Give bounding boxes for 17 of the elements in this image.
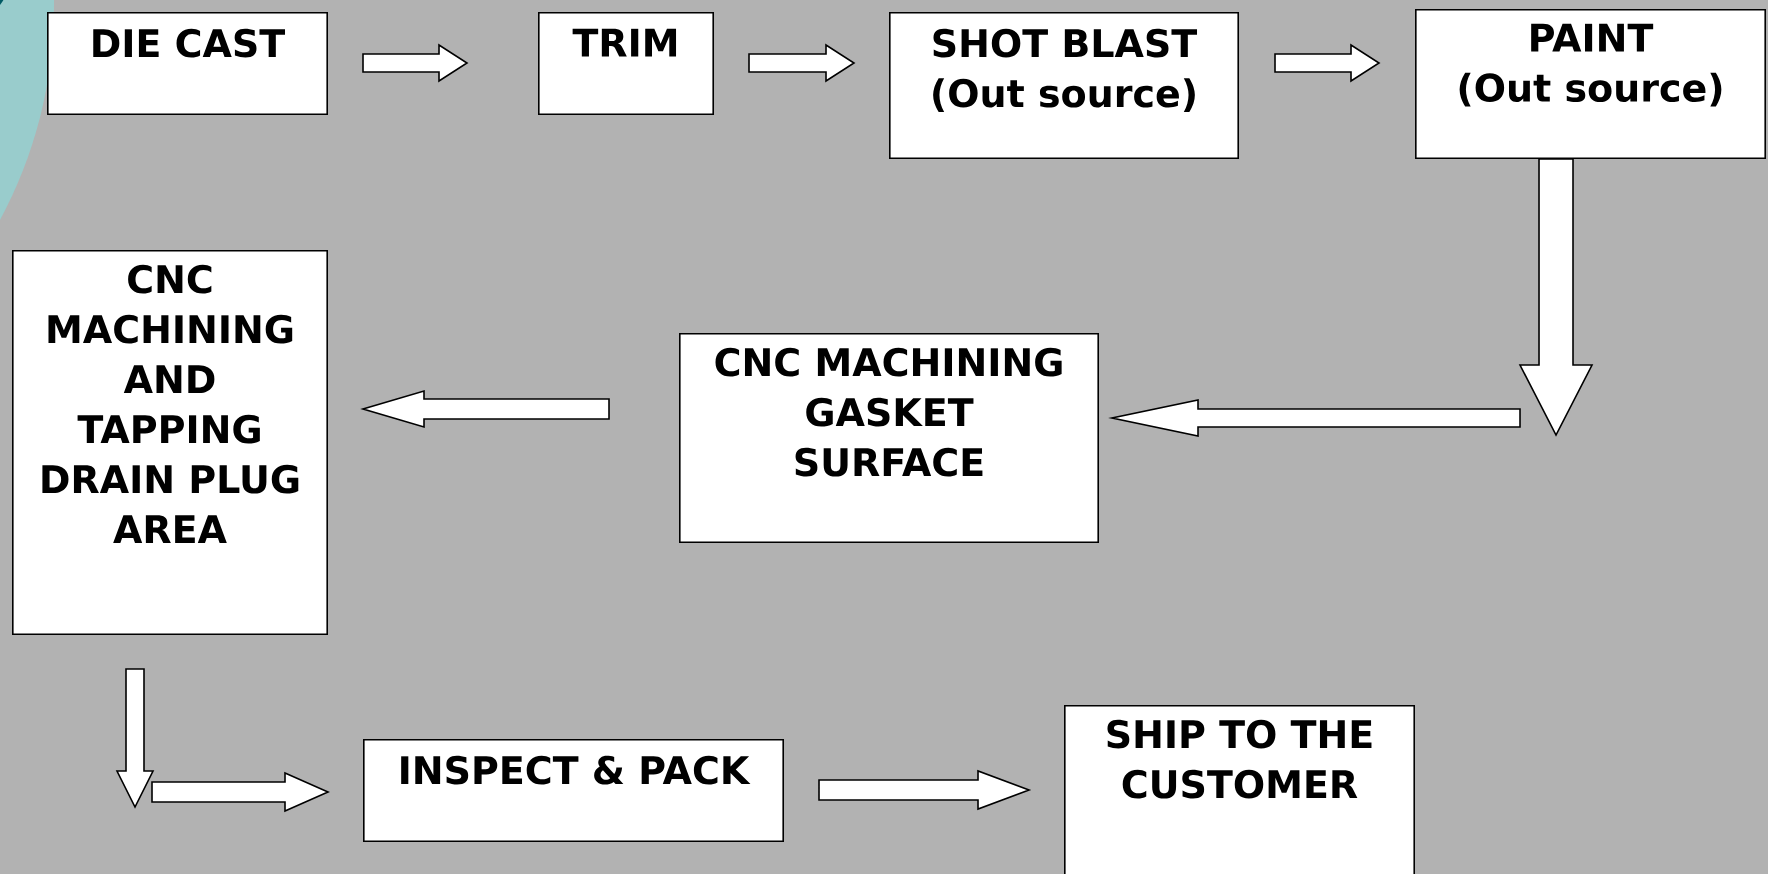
block-arrow [362, 43, 469, 83]
block-arrow [115, 668, 155, 809]
process-box: DIE CAST [47, 12, 328, 115]
block-arrow [818, 769, 1032, 811]
block-arrow [151, 771, 330, 813]
block-arrow [748, 43, 856, 83]
block-arrow [360, 389, 610, 429]
block-arrow [1518, 158, 1594, 437]
process-box: TRIM [538, 12, 714, 115]
block-arrow [1274, 43, 1381, 83]
process-box: PAINT (Out source) [1415, 9, 1766, 159]
process-box: SHIP TO THE CUSTOMER [1064, 705, 1415, 874]
process-box: INSPECT & PACK [363, 739, 784, 842]
process-box: SHOT BLAST (Out source) [889, 12, 1239, 159]
process-box: CNC MACHINING AND TAPPING DRAIN PLUG AREA [12, 250, 328, 635]
block-arrow [1108, 399, 1521, 437]
process-box: CNC MACHINING GASKET SURFACE [679, 333, 1099, 543]
